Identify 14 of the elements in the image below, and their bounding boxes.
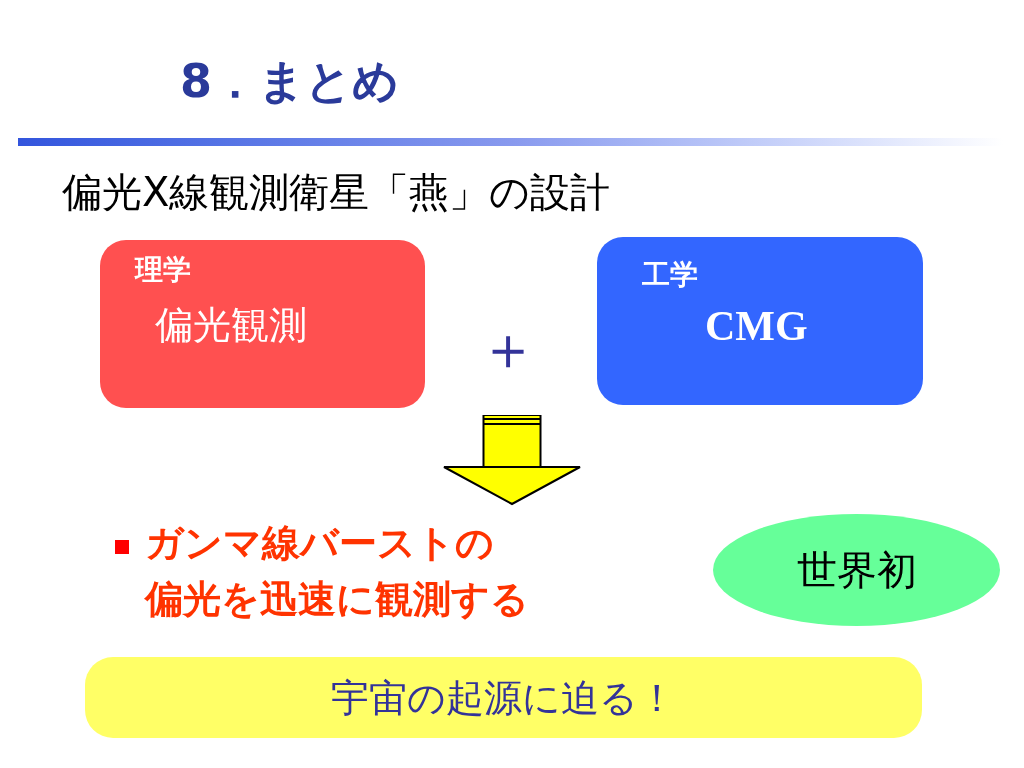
- science-box: [100, 240, 425, 408]
- subtitle: 偏光X線観測衛星「燕」の設計: [62, 172, 611, 212]
- title: 8．まとめ: [180, 58, 399, 104]
- engineering-box: [597, 237, 923, 405]
- ellipse-text: 世界初: [796, 550, 917, 590]
- box-heading: 工学: [642, 261, 698, 289]
- band-text: 宇宙の起源に迫る！: [331, 678, 676, 717]
- block-arrow: [443, 415, 581, 505]
- conclusion-band: [85, 657, 922, 738]
- box-text: CMG: [705, 305, 808, 347]
- bullet-text: ガンマ線バーストの偏光を迅速に観測する: [145, 505, 540, 627]
- box-text: 偏光観測: [155, 306, 307, 344]
- plus-sign: ＋: [478, 318, 538, 378]
- box-heading: 理学: [135, 256, 191, 284]
